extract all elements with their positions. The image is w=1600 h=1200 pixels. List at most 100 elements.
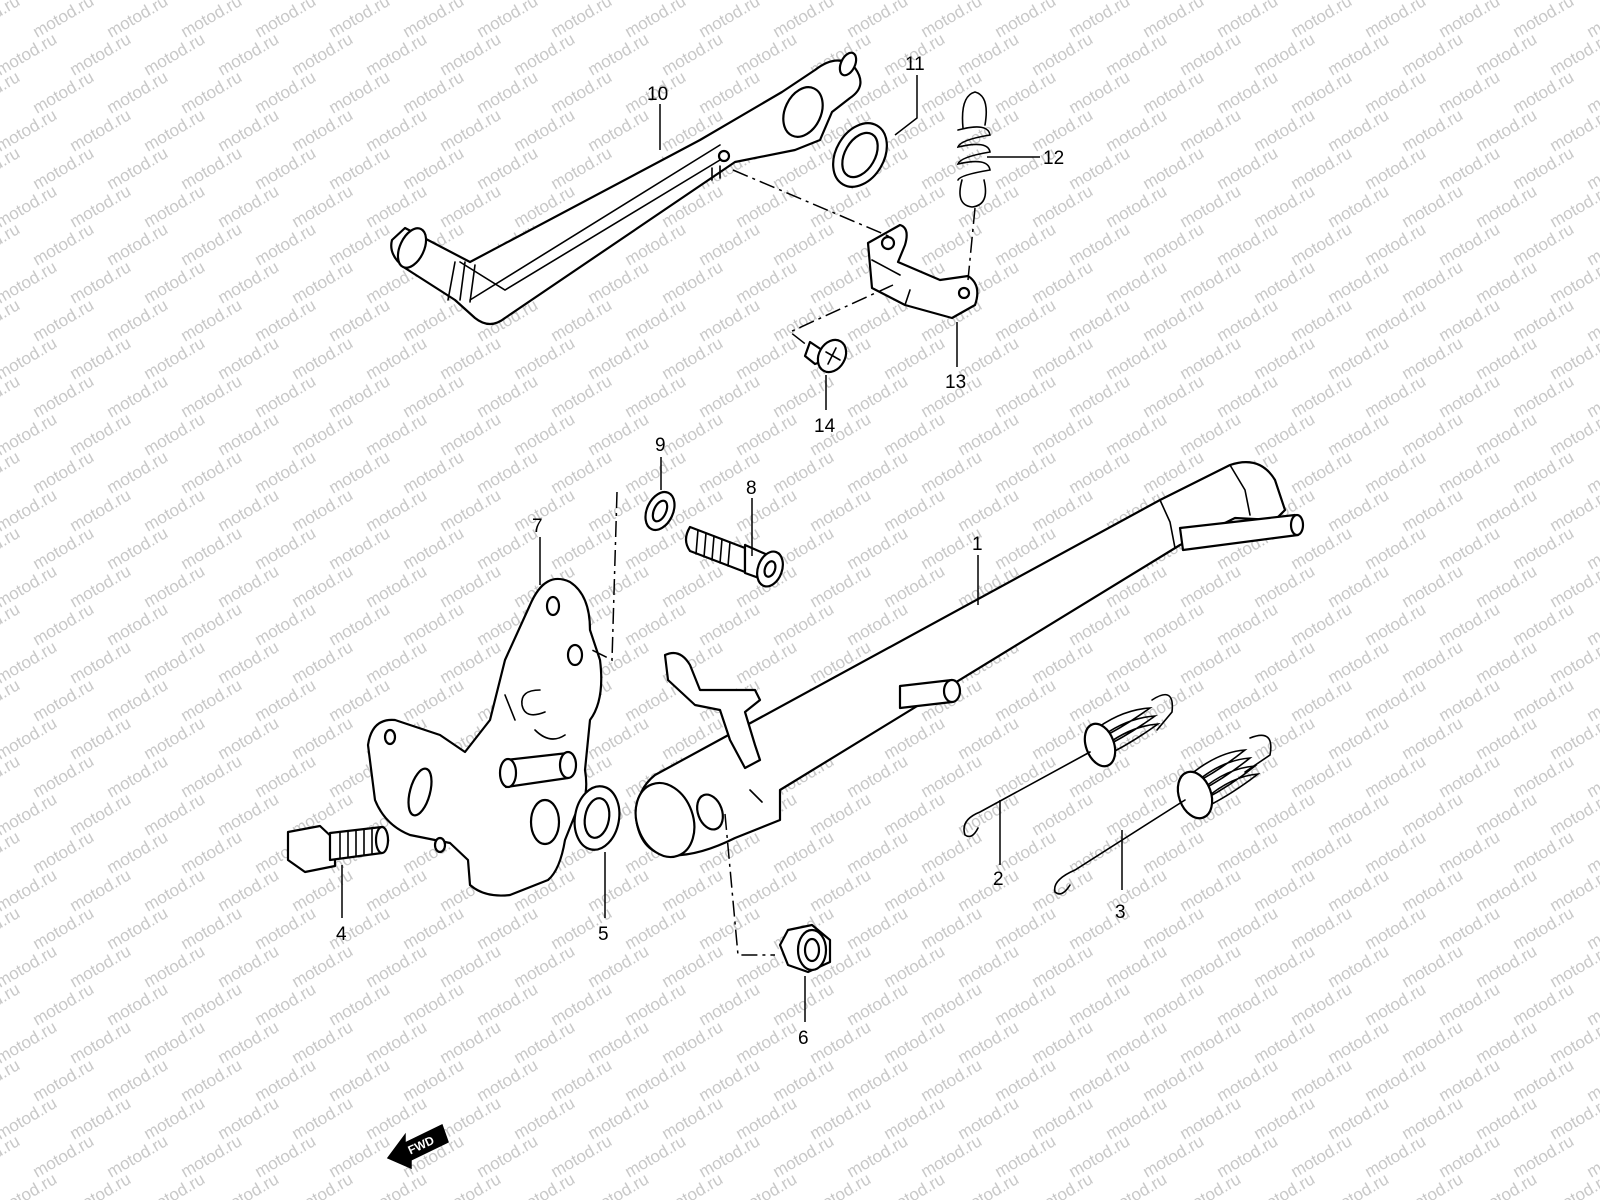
watermark-text: motod.ru [178, 903, 246, 953]
watermark-text: motod.ru [252, 295, 320, 345]
watermark-text: motod.ru [1177, 561, 1245, 611]
watermark-text: motod.ru [1251, 409, 1319, 459]
watermark-text: motod.ru [1214, 979, 1282, 1029]
watermark-text: motod.ru [770, 1131, 838, 1181]
watermark-text: motod.ru [141, 29, 209, 79]
watermark-text: motod.ru [1103, 1093, 1171, 1143]
watermark-text: motod.ru [1399, 105, 1467, 155]
watermark-text: motod.ru [215, 1017, 283, 1067]
watermark-text: motod.ru [1103, 637, 1171, 687]
watermark-text: motod.ru [474, 523, 542, 573]
watermark-text: motod.ru [30, 371, 98, 421]
watermark-text: motod.ru [1214, 1131, 1282, 1181]
watermark-text: motod.ru [437, 561, 505, 611]
watermark-text: motod.ru [141, 181, 209, 231]
watermark-text: motod.ru [289, 637, 357, 687]
callout-3: 3 [1115, 902, 1126, 923]
watermark-text: motod.ru [955, 865, 1023, 915]
watermark-text: motod.ru [141, 333, 209, 383]
watermark-text: motod.ru [733, 257, 801, 307]
watermark-text: motod.ru [474, 903, 542, 953]
watermark-text: motod.ru [1177, 105, 1245, 155]
watermark-text: motod.ru [141, 105, 209, 155]
watermark-text: motod.ru [807, 865, 875, 915]
watermark-text: motod.ru [1177, 865, 1245, 915]
watermark-text: motod.ru [881, 561, 949, 611]
watermark-text: motod.ru [1325, 865, 1393, 915]
watermark-text: motod.ru [363, 941, 431, 991]
watermark-text: motod.ru [67, 941, 135, 991]
watermark-text: motod.ru [1473, 29, 1541, 79]
watermark-text: motod.ru [1362, 599, 1430, 649]
watermark-text: motod.ru [918, 903, 986, 953]
watermark-text: motod.ru [696, 219, 764, 269]
watermark-text: motod.ru [1140, 675, 1208, 725]
watermark-text: motod.ru [1029, 941, 1097, 991]
watermark-text: motod.ru [252, 143, 320, 193]
watermark-text: motod.ru [585, 713, 653, 763]
watermark-text: motod.ru [918, 143, 986, 193]
watermark-text: motod.ru [1547, 105, 1600, 155]
watermark-text: motod.ru [437, 29, 505, 79]
watermark-text: motod.ru [511, 941, 579, 991]
watermark-text: motod.ru [215, 941, 283, 991]
watermark-text: motod.ru [437, 409, 505, 459]
watermark-text: motod.ru [437, 105, 505, 155]
watermark-text: motod.ru [844, 1055, 912, 1105]
watermark-text: motod.ru [1103, 941, 1171, 991]
watermark-text: motod.ru [1029, 333, 1097, 383]
callout-11: 11 [905, 54, 925, 75]
watermark-text: motod.ru [992, 67, 1060, 117]
watermark-text: motod.ru [104, 979, 172, 1029]
watermark-text: motod.ru [289, 1093, 357, 1143]
watermark-text: motod.ru [1177, 1169, 1245, 1200]
watermark-text: motod.ru [881, 333, 949, 383]
watermark-text: motod.ru [1325, 333, 1393, 383]
watermark-text: motod.ru [0, 1055, 23, 1105]
watermark-text: motod.ru [1325, 1169, 1393, 1200]
watermark-text: motod.ru [844, 827, 912, 877]
watermark-text: motod.ru [992, 219, 1060, 269]
watermark-text: motod.ru [1547, 713, 1600, 763]
watermark-text: motod.ru [1325, 1093, 1393, 1143]
watermark-text: motod.ru [1140, 143, 1208, 193]
watermark-text: motod.ru [1251, 333, 1319, 383]
watermark-text: motod.ru [400, 979, 468, 1029]
watermark-text: motod.ru [1029, 485, 1097, 535]
watermark-text: motod.ru [1029, 1017, 1097, 1067]
watermark-text: motod.ru [252, 67, 320, 117]
watermark-text: motod.ru [1436, 979, 1504, 1029]
watermark-text: motod.ru [1362, 219, 1430, 269]
watermark-text: motod.ru [659, 1093, 727, 1143]
watermark-text: motod.ru [733, 865, 801, 915]
watermark-text: motod.ru [1029, 789, 1097, 839]
watermark-text: motod.ru [215, 485, 283, 535]
watermark-text: motod.ru [659, 409, 727, 459]
watermark-text: motod.ru [1177, 181, 1245, 231]
watermark-text: motod.ru [1436, 295, 1504, 345]
watermark-text: motod.ru [1510, 295, 1578, 345]
watermark-text: motod.ru [141, 1093, 209, 1143]
watermark-text: motod.ru [1325, 181, 1393, 231]
watermark-text: motod.ru [733, 485, 801, 535]
watermark-text: motod.ru [363, 1169, 431, 1200]
watermark-text: motod.ru [363, 561, 431, 611]
watermark-text: motod.ru [585, 333, 653, 383]
watermark-text: motod.ru [1029, 257, 1097, 307]
watermark-text: motod.ru [1325, 941, 1393, 991]
watermark-text: motod.ru [474, 67, 542, 117]
watermark-text: motod.ru [0, 447, 23, 497]
watermark-text: motod.ru [215, 29, 283, 79]
watermark-text: motod.ru [585, 941, 653, 991]
watermark-text: motod.ru [955, 29, 1023, 79]
watermark-text: motod.ru [1362, 67, 1430, 117]
watermark-text: motod.ru [992, 675, 1060, 725]
watermark-text: motod.ru [437, 941, 505, 991]
watermark-text: motod.ru [178, 599, 246, 649]
watermark-text: motod.ru [696, 979, 764, 1029]
watermark-text: motod.ru [1325, 637, 1393, 687]
watermark-text: motod.ru [1547, 485, 1600, 535]
watermark-text: motod.ru [1103, 105, 1171, 155]
watermark-text: motod.ru [400, 523, 468, 573]
watermark-text: motod.ru [770, 447, 838, 497]
